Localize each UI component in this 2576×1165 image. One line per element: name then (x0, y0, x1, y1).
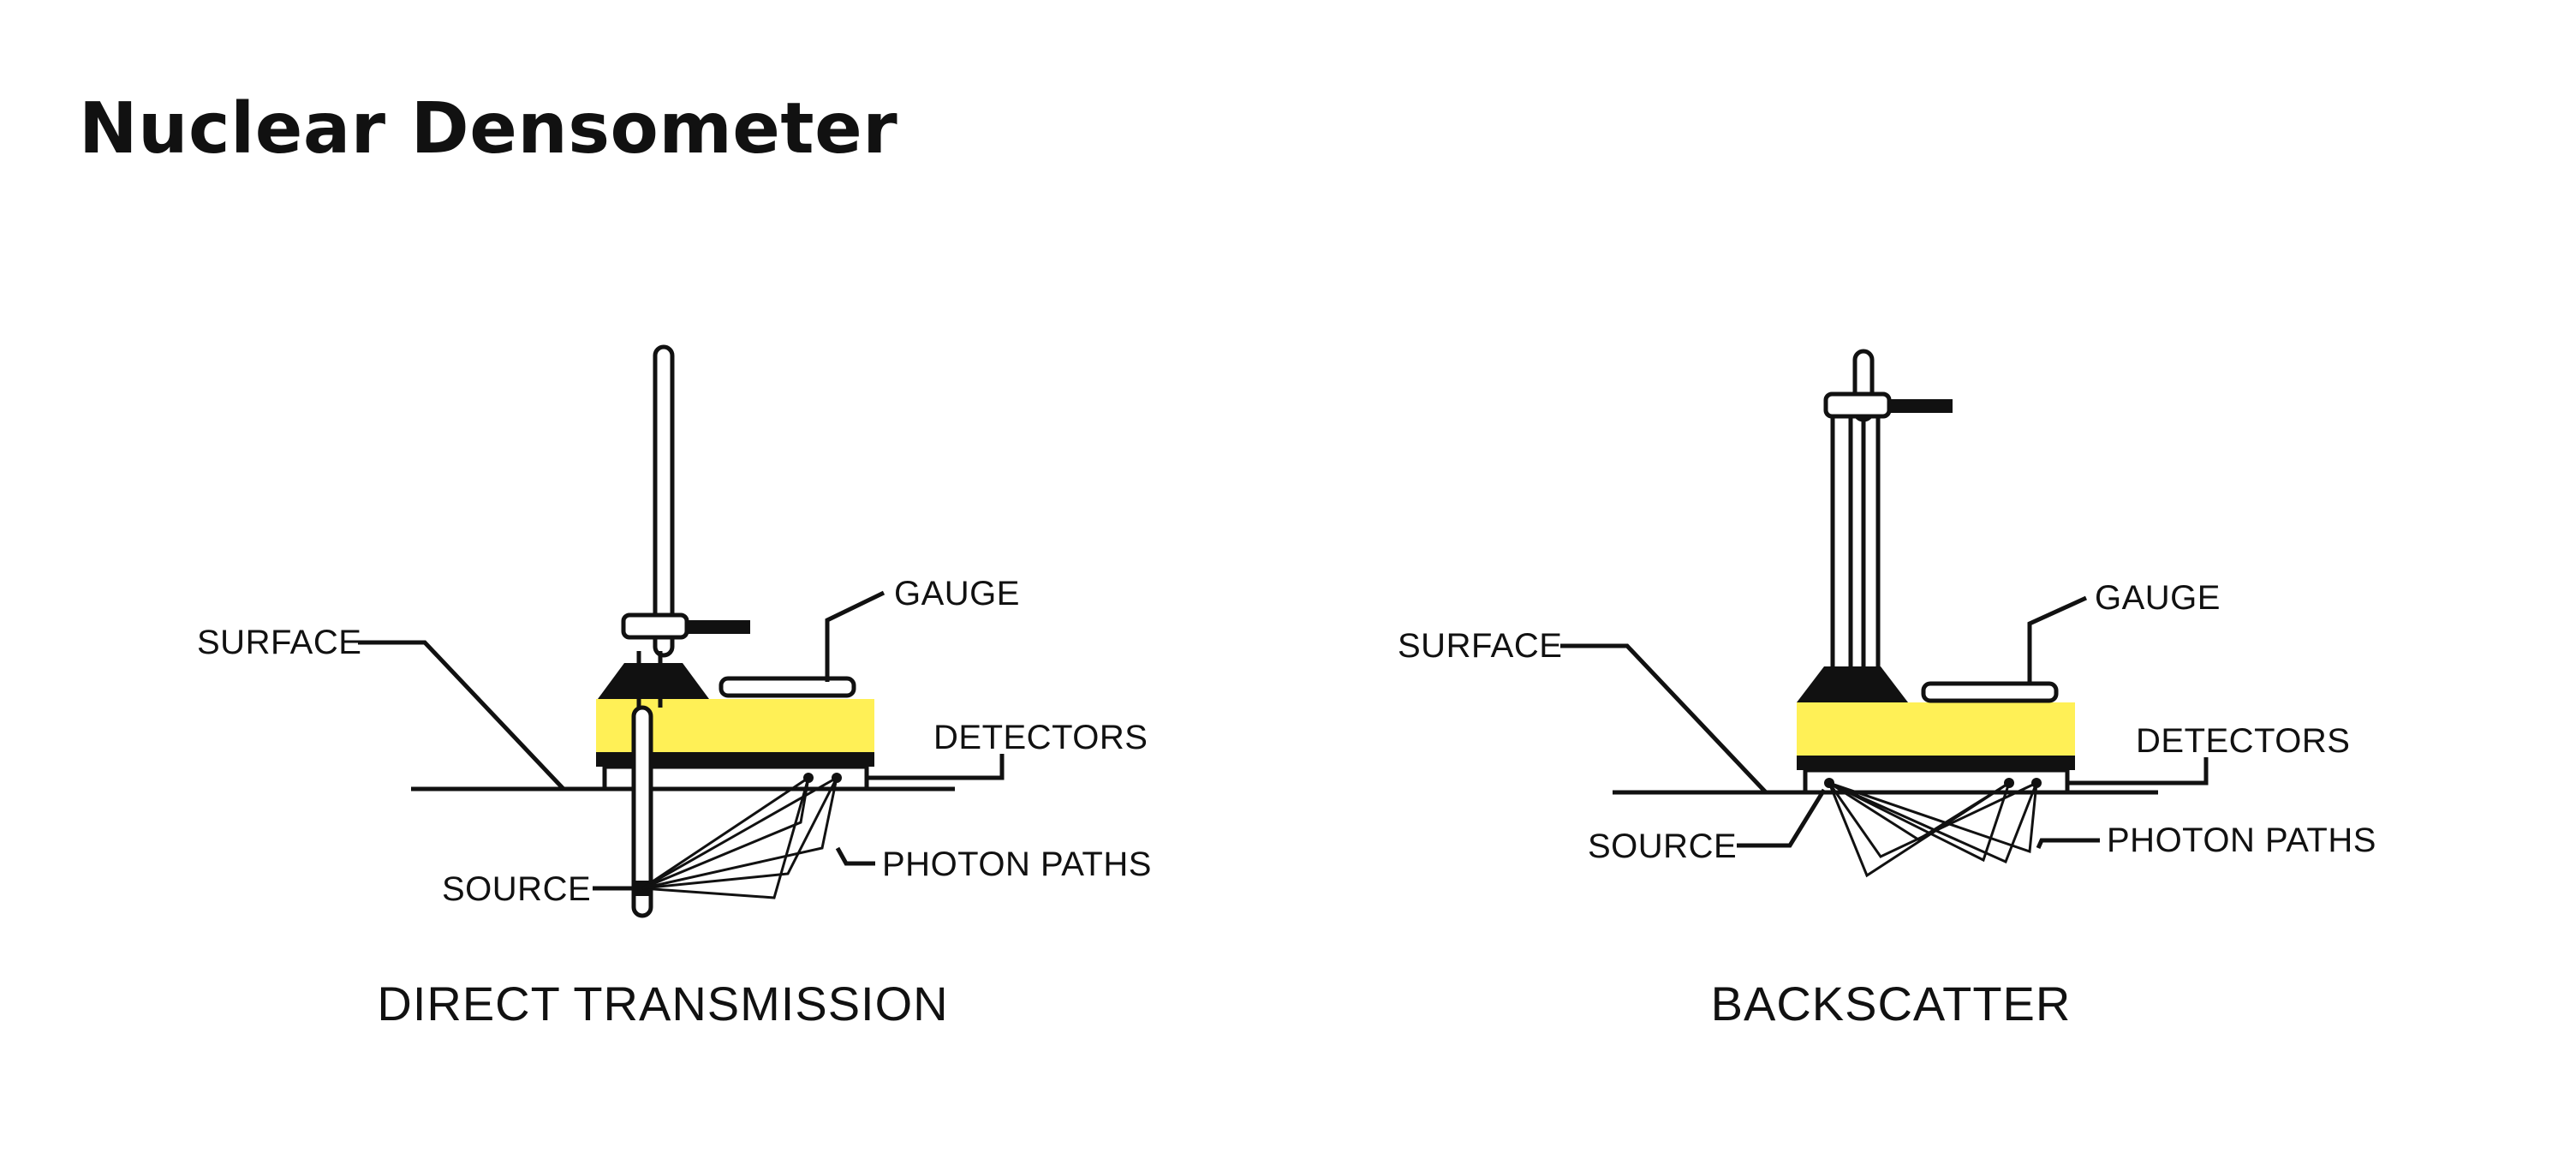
gauge-label: GAUGE (894, 575, 1020, 612)
direct-transmission-panel: GAUGE SURFACE DETECTORS PHOTON PATHS SOU… (197, 344, 1152, 1031)
photon-paths-leader (835, 846, 875, 866)
gauge-display (719, 676, 856, 698)
backscatter-panel: GAUGE SURFACE DETECTORS PHOTON PATHS SOU… (1398, 349, 2376, 1031)
surface-label: SURFACE (1398, 627, 1562, 665)
guide-tube (653, 344, 675, 658)
gauge-label: GAUGE (2095, 579, 2221, 617)
gauge-body-base (1797, 756, 2075, 770)
source-rod (631, 705, 653, 918)
surface-leader (1560, 643, 1768, 794)
photon-paths (641, 776, 838, 899)
handle-lever (685, 620, 750, 634)
detectors-leader (2066, 757, 2209, 786)
handle-cone (598, 663, 709, 699)
direct-transmission-caption: DIRECT TRANSMISSION (377, 977, 948, 1031)
detectors-label: DETECTORS (933, 719, 1148, 756)
source-leader (1737, 788, 1827, 848)
photon-paths-label: PHOTON PATHS (882, 845, 1152, 883)
gauge-display (1921, 681, 2059, 703)
photon-paths-label: PHOTON PATHS (2107, 821, 2376, 859)
gauge-leader (2027, 595, 2088, 685)
backscatter-caption: BACKSCATTER (1711, 977, 2072, 1031)
page-title: Nuclear Densometer (79, 88, 898, 170)
surface-leader (358, 640, 565, 791)
handle-clamp (621, 612, 689, 640)
source-label: SOURCE (442, 870, 591, 908)
detectors-label: DETECTORS (2136, 722, 2350, 760)
gauge-leader (825, 590, 886, 682)
gauge-body (1797, 702, 2075, 756)
photon-paths (1828, 781, 2038, 878)
handle-lever (1887, 399, 1953, 413)
source-label: SOURCE (1588, 827, 1737, 865)
photon-paths-leader (2036, 838, 2100, 850)
gauge-body-base (596, 752, 874, 767)
detectors-leader (867, 754, 1005, 780)
handle-clamp (1823, 391, 1892, 419)
surface-label: SURFACE (197, 624, 361, 661)
handle-cone (1797, 666, 1908, 702)
